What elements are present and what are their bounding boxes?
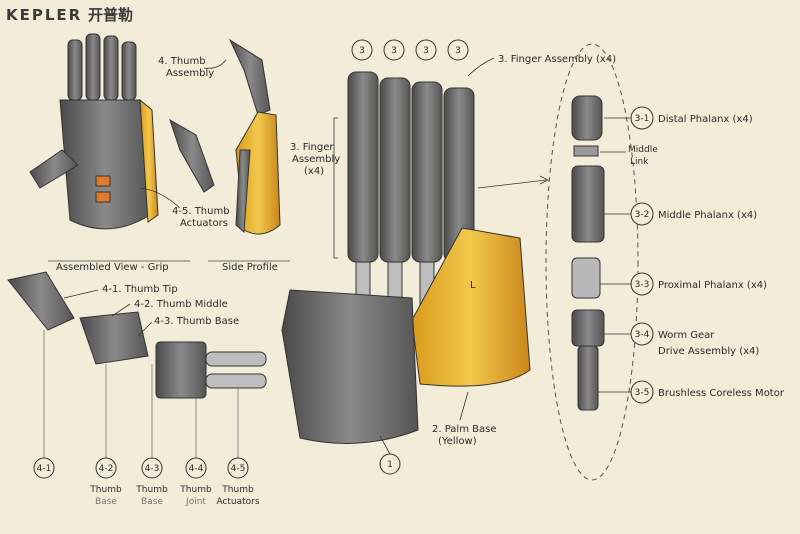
palm-base-illustration — [411, 227, 531, 387]
middle-link-label-2: Link — [630, 157, 649, 167]
bottom-marker-5-code: 4-5 — [231, 464, 246, 474]
bottom-marker-3-line1: Thumb — [135, 485, 168, 495]
thumb-tip-label: 4-1. Thumb Tip — [102, 284, 178, 295]
finger-part-1-code: 3-1 — [635, 114, 650, 124]
exploded-finger-outline — [545, 43, 639, 481]
brand-logo: KEPLER 开普勒 — [6, 6, 133, 24]
finger-part-5-label: Brushless Coreless Motor — [658, 388, 785, 399]
finger-part-1-label: Distal Phalanx (x4) — [658, 114, 753, 125]
finger-assembly-side-2: Assembly — [292, 154, 340, 165]
finger-assembly-top-label: 3. Finger Assembly (x4) — [498, 54, 616, 65]
thumb-assembly-label-2: Assembly — [166, 68, 214, 79]
finger-part-callouts: 3-1 Distal Phalanx (x4) 3-2 Middle Phala… — [598, 106, 785, 404]
finger-marker-4: 3 — [455, 46, 461, 56]
finger-part-4-code: 3-4 — [635, 330, 650, 340]
finger-markers: 3 3 3 3 — [351, 39, 469, 61]
palm-letter: L — [470, 280, 476, 291]
finger-part-2-label: Middle Phalanx (x4) — [658, 210, 757, 221]
bottom-marker-5-line1: Thumb — [221, 485, 254, 495]
exploded-thumb-illustration — [7, 271, 267, 399]
finger-part-4-label2: Drive Assembly (x4) — [658, 346, 759, 357]
palm-base-label-2: (Yellow) — [438, 436, 477, 447]
thumb-assembly-label-1: 4. Thumb — [158, 56, 206, 67]
bottom-marker-3-line2: Base — [141, 497, 163, 507]
palm-base-label-1: 2. Palm Base — [432, 424, 496, 435]
finger-marker-3: 3 — [423, 46, 429, 56]
grip-view-label: Assembled View - Grip — [56, 262, 169, 273]
finger-part-3-code: 3-3 — [635, 280, 650, 290]
brand-cn: 开普勒 — [88, 6, 133, 24]
finger-marker-1: 3 — [359, 46, 365, 56]
finger-assembly-side-3: (x4) — [304, 166, 324, 177]
brand-name: KEPLER — [6, 6, 82, 24]
finger-part-5-code: 3-5 — [635, 388, 650, 398]
bottom-marker-4-line2: Joint — [185, 497, 206, 507]
bottom-marker-2-line1: Thumb — [89, 485, 122, 495]
finger-marker-2: 3 — [391, 46, 397, 56]
exploded-finger-illustration — [571, 95, 605, 411]
finger-part-3-label: Proximal Phalanx (x4) — [658, 280, 767, 291]
side-profile-illustration — [169, 38, 281, 235]
bottom-marker-3-code: 4-3 — [145, 464, 160, 474]
finger-assembly-side-1: 3. Finger — [290, 142, 334, 153]
bottom-marker-2-code: 4-2 — [99, 464, 114, 474]
palm-marker: 1 — [387, 460, 393, 470]
side-view-label: Side Profile — [222, 262, 278, 273]
assembled-hand-illustration — [29, 33, 159, 230]
thumb-actuators-label-1: 4-5. Thumb — [172, 206, 230, 217]
thumb-middle-label: 4-2. Thumb Middle — [134, 299, 228, 310]
bottom-markers: 4-1 4-2 Thumb Base 4-3 Thumb Base 4-4 Th… — [33, 330, 260, 507]
bottom-marker-4-code: 4-4 — [189, 464, 204, 474]
bottom-marker-5-line2: Actuators — [216, 497, 259, 507]
thumb-base-label: 4-3. Thumb Base — [154, 316, 239, 327]
finger-part-4-label: Worm Gear — [658, 330, 715, 341]
finger-part-2-code: 3-2 — [635, 210, 650, 220]
middle-link-label-1: Middle — [628, 145, 658, 155]
bottom-marker-1-code: 4-1 — [37, 464, 52, 474]
bottom-marker-4-line1: Thumb — [179, 485, 212, 495]
thumb-actuators-label-2: Actuators — [180, 218, 228, 229]
main-housing-illustration — [281, 289, 419, 444]
bottom-marker-2-line2: Base — [95, 497, 117, 507]
